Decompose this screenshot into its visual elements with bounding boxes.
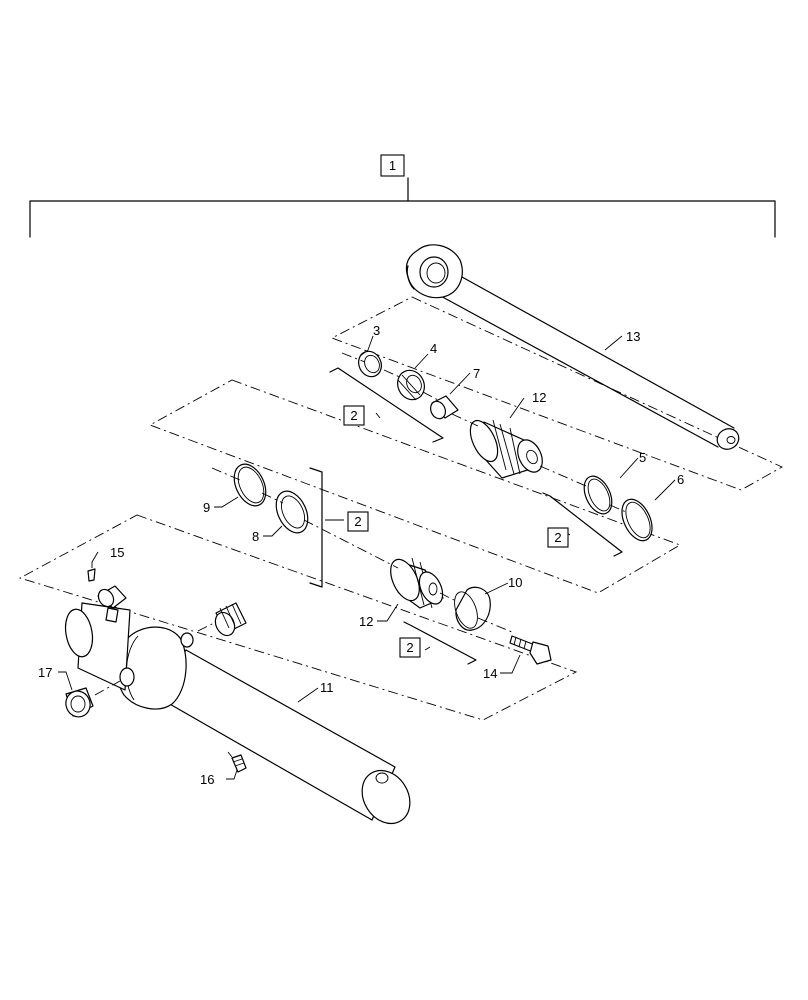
group-boundary-rod — [330, 296, 783, 491]
bushing-barrel — [214, 602, 247, 637]
bolt-14 — [509, 635, 552, 665]
o-ring-6 — [621, 498, 653, 542]
callout-box-2-low: 2 — [399, 637, 421, 658]
piston-lower — [390, 557, 444, 609]
axis-line-top — [341, 352, 627, 513]
seal-ring-8 — [275, 490, 309, 534]
bracket-8-9 — [309, 467, 323, 588]
grease-fitting-16 — [231, 754, 247, 773]
callout-12-lower: 12 — [359, 614, 373, 629]
bushing-7 — [430, 395, 459, 420]
callout-box-2-top: 2 — [343, 405, 365, 426]
callout-4: 4 — [430, 341, 437, 356]
bracket-lower-piston — [403, 621, 477, 665]
wear-ring-10 — [454, 586, 491, 631]
callout-6: 6 — [677, 472, 684, 487]
callout-11: 11 — [320, 680, 334, 695]
bracket-top-seals — [329, 367, 444, 443]
callout-2-right-label: 2 — [554, 530, 561, 545]
piston-rod — [405, 244, 740, 450]
callout-9: 9 — [203, 500, 210, 515]
callout-7: 7 — [473, 366, 480, 381]
piston-upper — [469, 419, 543, 479]
bushing-17 — [65, 687, 94, 718]
callout-14: 14 — [483, 666, 497, 681]
callout-8: 8 — [252, 529, 259, 544]
callout-17: 17 — [38, 665, 52, 680]
callout-16: 16 — [200, 772, 214, 787]
callout-13: 13 — [626, 329, 640, 344]
callout-12-upper: 12 — [532, 390, 546, 405]
callout-5: 5 — [639, 450, 646, 465]
callout-2-mid-label: 2 — [354, 514, 361, 529]
callout-2-top-label: 2 — [350, 408, 357, 423]
callout-box-2-mid: 2 — [347, 511, 369, 532]
callout-10: 10 — [508, 575, 522, 590]
axis-line-mid — [211, 467, 513, 633]
callout-3: 3 — [373, 323, 380, 338]
callout-1-label: 1 — [389, 158, 396, 173]
wiper-seal — [358, 350, 382, 378]
callout-15: 15 — [110, 545, 124, 560]
callout-box-2-right: 2 — [547, 527, 569, 548]
bracket-o-rings — [542, 492, 623, 557]
callout-box-1: 1 — [380, 154, 405, 177]
cylinder-barrel — [64, 585, 411, 825]
assembly-bracket — [29, 177, 776, 238]
grease-fitting-15 — [87, 568, 96, 582]
axis-line-low — [94, 621, 233, 758]
rod-seal — [397, 369, 425, 401]
backup-ring-9 — [233, 463, 267, 507]
leader-lines — [58, 335, 676, 780]
callout-2-low-label: 2 — [406, 640, 413, 655]
group-boundary-piston-seals — [148, 379, 682, 594]
o-ring-5 — [583, 475, 613, 515]
